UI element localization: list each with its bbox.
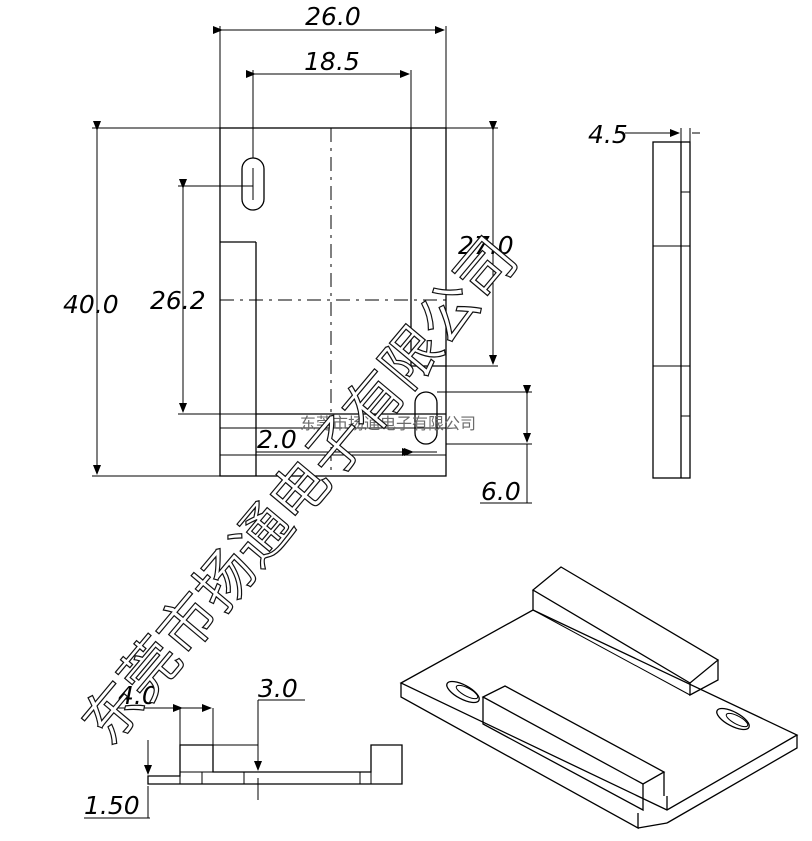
dim-height-6: 6.0 bbox=[437, 385, 532, 506]
dim-gap-2: 2.0 bbox=[256, 425, 437, 456]
front-view bbox=[219, 127, 447, 477]
dim-width-26: 26.0 bbox=[213, 2, 447, 128]
front-outline bbox=[219, 127, 447, 477]
dim-width-185: 18.5 bbox=[246, 47, 412, 158]
isometric-view bbox=[399, 566, 799, 830]
side-view-right: 4.5 bbox=[588, 120, 700, 479]
dim-height-27: 27.0 bbox=[446, 121, 514, 367]
dim-label-3: 3.0 bbox=[258, 674, 298, 703]
dim-height-262: 26.2 bbox=[150, 179, 256, 415]
dim-label-150: 1.50 bbox=[84, 791, 140, 820]
dim-label-45: 4.5 bbox=[588, 120, 628, 149]
dim-label-4: 4.0 bbox=[118, 681, 158, 710]
bottom-profile bbox=[147, 744, 403, 785]
dim-label-2: 2.0 bbox=[257, 425, 297, 454]
watermark-small: 东莞市扬通电子有限公司 bbox=[300, 414, 476, 433]
slot-bottom bbox=[414, 391, 438, 445]
side-view-bottom: 4.0 3.0 1.50 bbox=[84, 674, 403, 820]
dim-label-262: 26.2 bbox=[150, 286, 206, 315]
dim-label-185: 18.5 bbox=[304, 47, 360, 76]
dim-label-6: 6.0 bbox=[481, 477, 521, 506]
dim-height-40: 40.0 bbox=[63, 121, 220, 477]
side-view-outline bbox=[652, 141, 691, 479]
watermark-large: 东莞市扬通电子有限公司 bbox=[69, 225, 531, 757]
dim-label-27: 27.0 bbox=[458, 231, 514, 260]
dim-label-40: 40.0 bbox=[63, 290, 119, 319]
dim-label-26: 26.0 bbox=[305, 2, 361, 31]
